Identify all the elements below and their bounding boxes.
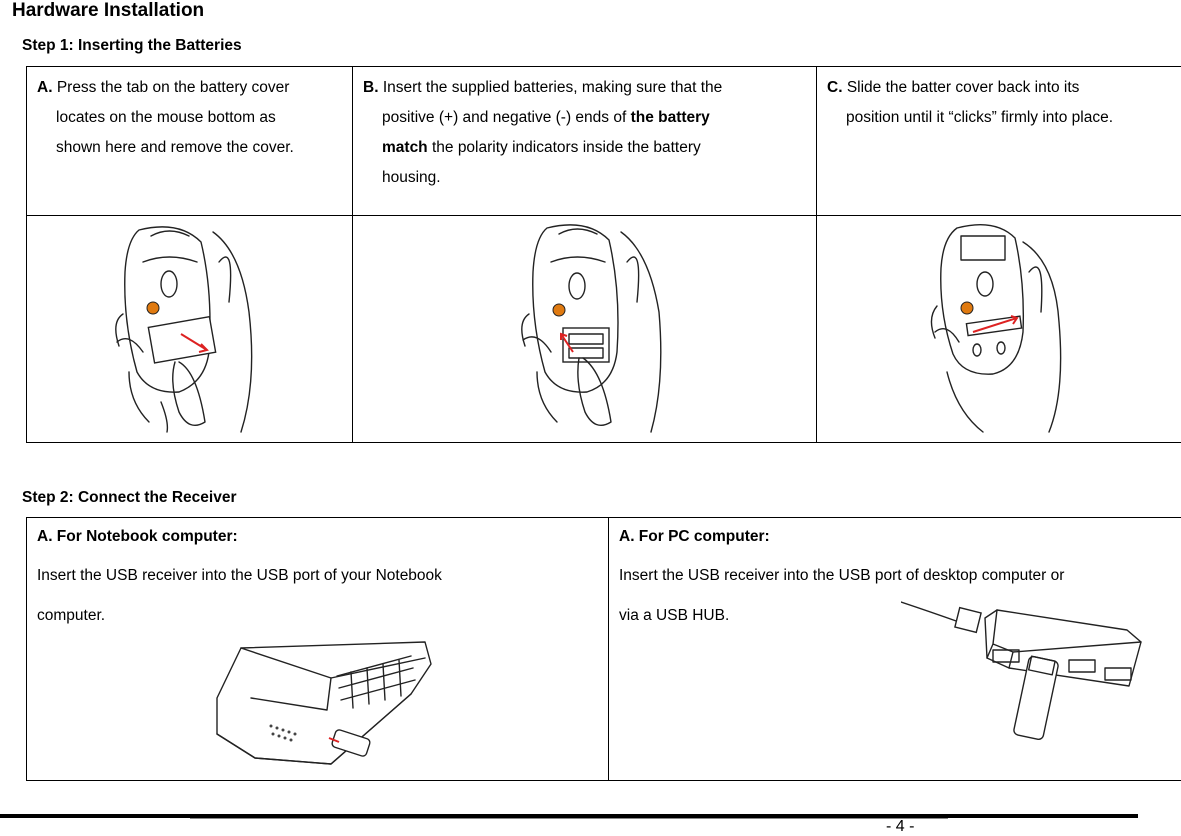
step1-image-cell-b xyxy=(353,216,817,443)
step2-cell-notebook: A. For Notebook computer: Insert the USB… xyxy=(27,518,609,781)
mouse-insert-battery-illustration xyxy=(513,222,683,434)
step-a-letter: A. xyxy=(37,79,53,96)
mouse-remove-cover-illustration xyxy=(109,222,277,434)
pc-heading: A. For PC computer: xyxy=(619,528,770,546)
usb-hub-illustration xyxy=(901,596,1145,746)
step2-heading: Step 2: Connect the Receiver xyxy=(22,489,236,507)
step-b-line-1: Insert the supplied batteries, making su… xyxy=(383,79,722,96)
step2-table: A. For Notebook computer: Insert the USB… xyxy=(26,517,1181,781)
footer-rule-thin xyxy=(190,818,948,819)
step-c-line-2: position until it “clicks” firmly into p… xyxy=(827,103,1181,133)
step-c-line-1: Slide the batter cover back into its xyxy=(847,79,1080,96)
page-number: - 4 - xyxy=(886,818,914,836)
step2-cell-pc: A. For PC computer: Insert the USB recei… xyxy=(609,518,1181,781)
page-title: Hardware Installation xyxy=(12,0,204,22)
step-c-letter: C. xyxy=(827,79,843,96)
notebook-usb-illustration xyxy=(211,638,433,774)
mouse-close-cover-illustration xyxy=(927,222,1079,434)
step1-cell-c: C. Slide the batter cover back into its … xyxy=(817,67,1181,216)
notebook-line-1: Insert the USB receiver into the USB por… xyxy=(37,556,442,596)
step1-image-cell-a xyxy=(27,216,353,443)
step-b-line-3: the polarity indicators inside the batte… xyxy=(428,139,701,156)
step-b-line-2-bold: the battery xyxy=(631,109,710,126)
step-a-line-1: Press the tab on the battery cover xyxy=(57,79,290,96)
step1-cell-b: B. Insert the supplied batteries, making… xyxy=(353,67,817,216)
step1-cell-a: A. Press the tab on the battery cover lo… xyxy=(27,67,353,216)
step-b-line-3-bold: match xyxy=(382,139,428,156)
step1-heading: Step 1: Inserting the Batteries xyxy=(22,37,242,55)
step-b-letter: B. xyxy=(363,79,379,96)
notebook-line-2: computer. xyxy=(37,596,442,636)
step-b-line-2: positive (+) and negative (-) ends of xyxy=(382,109,631,126)
notebook-heading: A. For Notebook computer: xyxy=(37,528,238,546)
step-a-line-3: shown here and remove the cover. xyxy=(37,133,352,163)
step-b-line-4: housing. xyxy=(363,163,816,193)
step-a-line-2: locates on the mouse bottom as xyxy=(37,103,352,133)
step1-table: A. Press the tab on the battery cover lo… xyxy=(26,66,1181,443)
pc-line-1: Insert the USB receiver into the USB por… xyxy=(619,556,1064,596)
step1-image-cell-c xyxy=(817,216,1181,443)
